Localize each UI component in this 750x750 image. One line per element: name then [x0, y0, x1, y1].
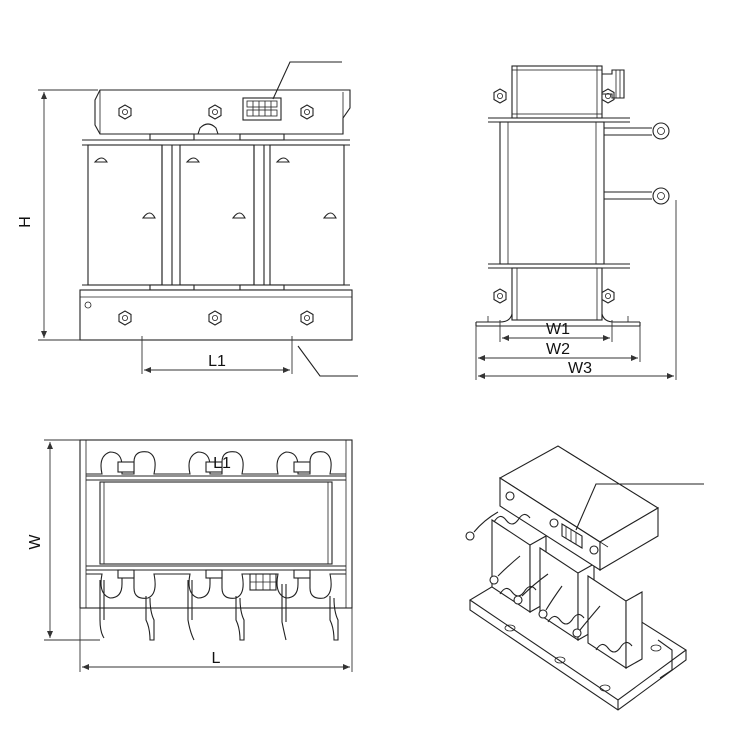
dim-label-h: H — [17, 216, 34, 228]
dim-label-l1-top: L1 — [213, 455, 231, 472]
dim-label-w3: W3 — [568, 360, 592, 377]
dim-label-w: W — [27, 534, 44, 550]
front-view: H L1 — [17, 61, 358, 377]
top-view: W L L1 — [27, 439, 353, 672]
dim-label-l1: L1 — [208, 353, 226, 370]
dim-label-w1: W1 — [546, 321, 570, 338]
side-view: W1 W2 W3 — [475, 65, 677, 380]
dim-label-w2: W2 — [546, 341, 570, 358]
dim-label-l: L — [212, 650, 221, 667]
isometric-view — [465, 445, 704, 711]
terminal-block — [242, 97, 282, 121]
